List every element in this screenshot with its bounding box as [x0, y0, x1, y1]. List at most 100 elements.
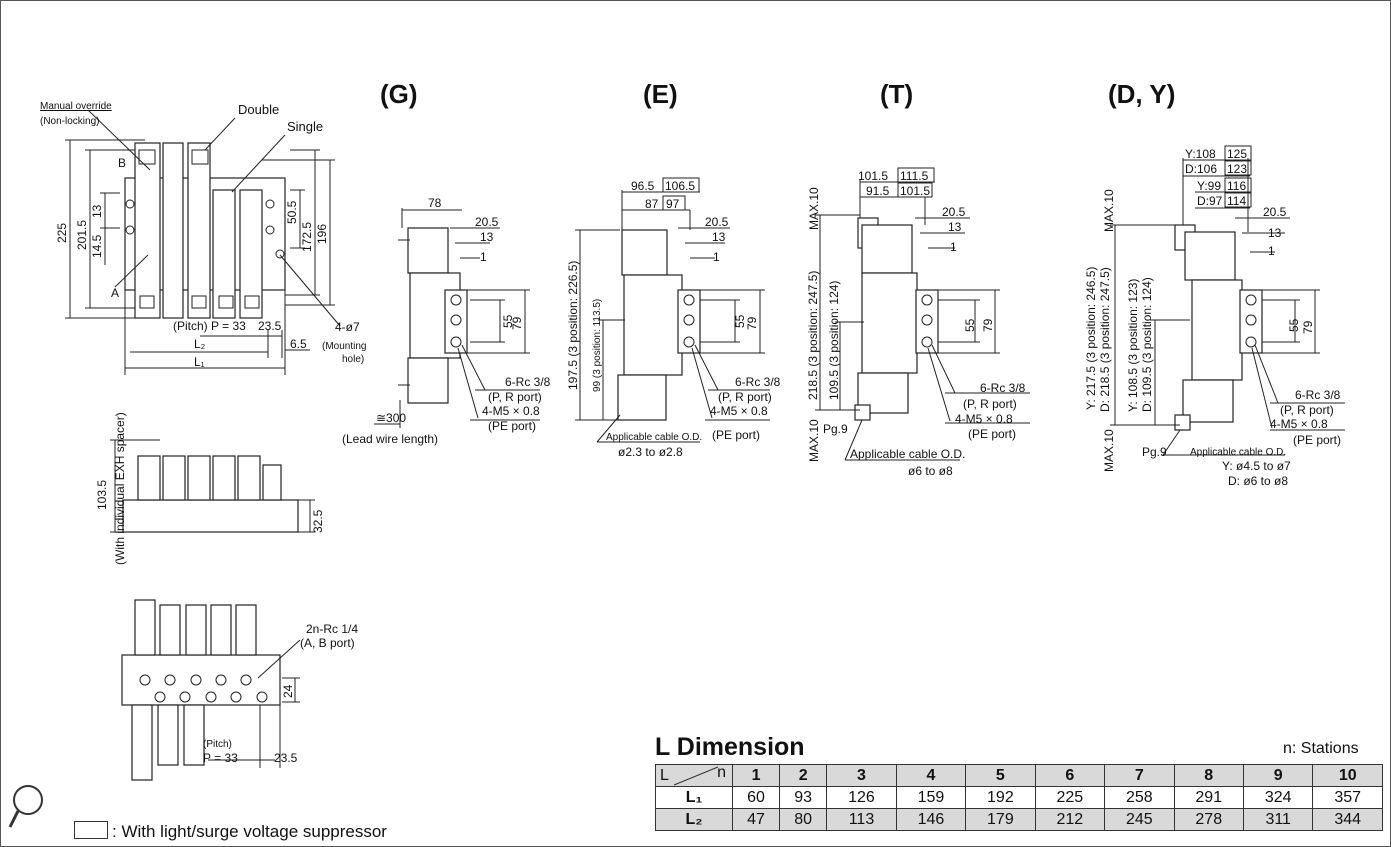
table-cell: 60: [731, 786, 781, 809]
dy-cable-label: Applicable cable O.D.: [1190, 447, 1286, 458]
t-m5-spec: 4-M5 × 0.8: [955, 412, 1013, 426]
dy-y99: Y:99: [1197, 179, 1221, 193]
table-cell: 225: [1034, 786, 1106, 809]
dim-201-5: 201.5: [75, 220, 89, 250]
table-cell: 159: [895, 786, 967, 809]
table-header-cell: 5: [965, 764, 1036, 787]
g-dim-1: 1: [480, 250, 487, 264]
dy-y108: Y:108: [1185, 147, 1216, 161]
e-cable-value: ø2.3 to ø2.8: [618, 445, 683, 459]
view-label-e: (E): [643, 79, 678, 109]
e-height-99: 99 (3 position: 113.5): [592, 299, 603, 392]
table-header-cell: 6: [1034, 764, 1106, 787]
manual-override-label: Manual override: [40, 101, 112, 112]
dim-23-5-bottom: 23.5: [274, 751, 298, 765]
l-dimension-table: L n 1 2 3 4 5 6 7 8 9 10 L₁ 60 93 126 15…: [655, 764, 1383, 831]
table-cell: 324: [1242, 786, 1314, 809]
table-cell: 357: [1312, 786, 1383, 809]
view-label-g: (G): [380, 79, 418, 109]
legend-text: : With light/surge voltage suppressor: [112, 822, 387, 841]
dy-rc38-spec: 6-Rc 3/8: [1295, 388, 1341, 402]
view-label-dy: (D, Y): [1108, 79, 1175, 109]
pitch-label: (Pitch): [203, 739, 232, 750]
dim-196: 196: [315, 224, 329, 244]
dy-height-y2: Y: 108.5 (3 position: 123): [1126, 279, 1140, 412]
e-cable-label: Applicable cable O.D.: [606, 432, 702, 443]
dy-d123-boxed: 123: [1227, 162, 1247, 176]
g-dim-13: 13: [480, 230, 494, 244]
table-cell: 311: [1242, 808, 1314, 831]
pitch-p33-bottom: P = 33: [203, 751, 238, 765]
t-dim-55: 55: [963, 318, 977, 332]
dy-height-y: Y: 217.5 (3 position: 246.5): [1084, 267, 1098, 410]
e-dim-1: 1: [713, 250, 720, 264]
t-dim-13: 13: [948, 220, 962, 234]
t-max-10-top: MAX.10: [807, 187, 821, 230]
table-cell: 245: [1104, 808, 1175, 831]
dy-pg9: Pg.9: [1142, 445, 1167, 459]
t-dim-1: 1: [950, 240, 957, 254]
dy-dim-79: 79: [1301, 320, 1315, 334]
dim-172-5: 172.5: [300, 222, 314, 252]
table-cell: 192: [965, 786, 1036, 809]
port-a-label: A: [111, 286, 119, 300]
table-header-row: L n 1 2 3 4 5 6 7 8 9 10: [655, 764, 1383, 787]
e-dim-97-boxed: 97: [666, 197, 680, 211]
t-dim-20-5: 20.5: [942, 205, 966, 219]
dy-pr-port: (P, R port): [1280, 403, 1334, 417]
table-cell: 344: [1312, 808, 1383, 831]
e-dim-13: 13: [712, 230, 726, 244]
corner-n: n: [717, 764, 726, 781]
e-pe-port: (PE port): [712, 428, 760, 442]
dy-dim-13: 13: [1268, 226, 1282, 240]
manifold-bottom-view: [121, 599, 301, 781]
dy-pe-port: (PE port): [1293, 433, 1341, 447]
e-dim-87: 87: [645, 197, 659, 211]
view-label-t: (T): [880, 79, 913, 109]
table-header-cell: 10: [1312, 764, 1383, 787]
e-dim-79: 79: [745, 316, 759, 330]
t-max-10-bottom: MAX.10: [807, 419, 821, 462]
dy-height-d: D: 218.5 (3 position: 247.5): [1098, 267, 1112, 412]
table-row: L₂ 47 80 113 146 179 212 245 278 311 344: [655, 808, 1383, 831]
g-rc38-spec: 6-Rc 3/8: [505, 375, 551, 389]
exh-spacer-label: (With individual EXH spacer): [113, 412, 127, 565]
double-label: Double: [238, 102, 279, 117]
table-cell: 80: [779, 808, 828, 831]
table-cell: 113: [826, 808, 897, 831]
e-dim-106-5-boxed: 106.5: [665, 179, 695, 193]
dim-l1: L₁: [194, 355, 205, 369]
g-lead-wire-label: (Lead wire length): [342, 432, 438, 446]
dy-cable-d: D: ø6 to ø8: [1228, 474, 1288, 488]
legend: : With light/surge voltage suppressor: [74, 821, 387, 842]
g-pr-port: (P, R port): [488, 390, 542, 404]
dim-24: 24: [281, 684, 295, 698]
dy-y125-boxed: 125: [1227, 147, 1247, 161]
t-pg9: Pg.9: [823, 422, 848, 436]
e-m5-spec: 4-M5 × 0.8: [710, 404, 768, 418]
t-dim-79: 79: [981, 318, 995, 332]
dy-d106: D:106: [1185, 162, 1217, 176]
dim-23-5: 23.5: [258, 319, 282, 333]
non-locking-label: (Non-locking): [40, 116, 99, 127]
e-dim-96-5: 96.5: [631, 179, 655, 193]
manifold-top-view: [65, 109, 341, 375]
valve-g-drawing: [374, 208, 540, 428]
table-cell: 258: [1104, 786, 1175, 809]
table-header-cell: 2: [779, 764, 828, 787]
g-m5-spec: 4-M5 × 0.8: [482, 404, 540, 418]
manifold-side-view: [110, 439, 315, 533]
t-pr-port: (P, R port): [963, 397, 1017, 411]
dy-dim-20-5: 20.5: [1263, 205, 1287, 219]
rc14-spec: 2n-Rc 1/4: [306, 622, 358, 636]
table-row: L₁ 60 93 126 159 192 225 258 291 324 357: [655, 786, 1383, 809]
dy-d97: D:97: [1197, 194, 1223, 208]
g-lead-wire: ≅300: [376, 411, 406, 425]
t-height-109-5: 109.5 (3 position: 124): [827, 281, 841, 400]
t-height-218-5: 218.5 (3 position: 247.5): [806, 271, 820, 400]
valve-t-drawing: [815, 180, 1030, 461]
t-pe-port: (PE port): [968, 427, 1016, 441]
corner-l: L: [660, 767, 669, 784]
t-dim-101-5: 101.5: [858, 169, 888, 183]
dim-14-5: 14.5: [90, 234, 104, 258]
